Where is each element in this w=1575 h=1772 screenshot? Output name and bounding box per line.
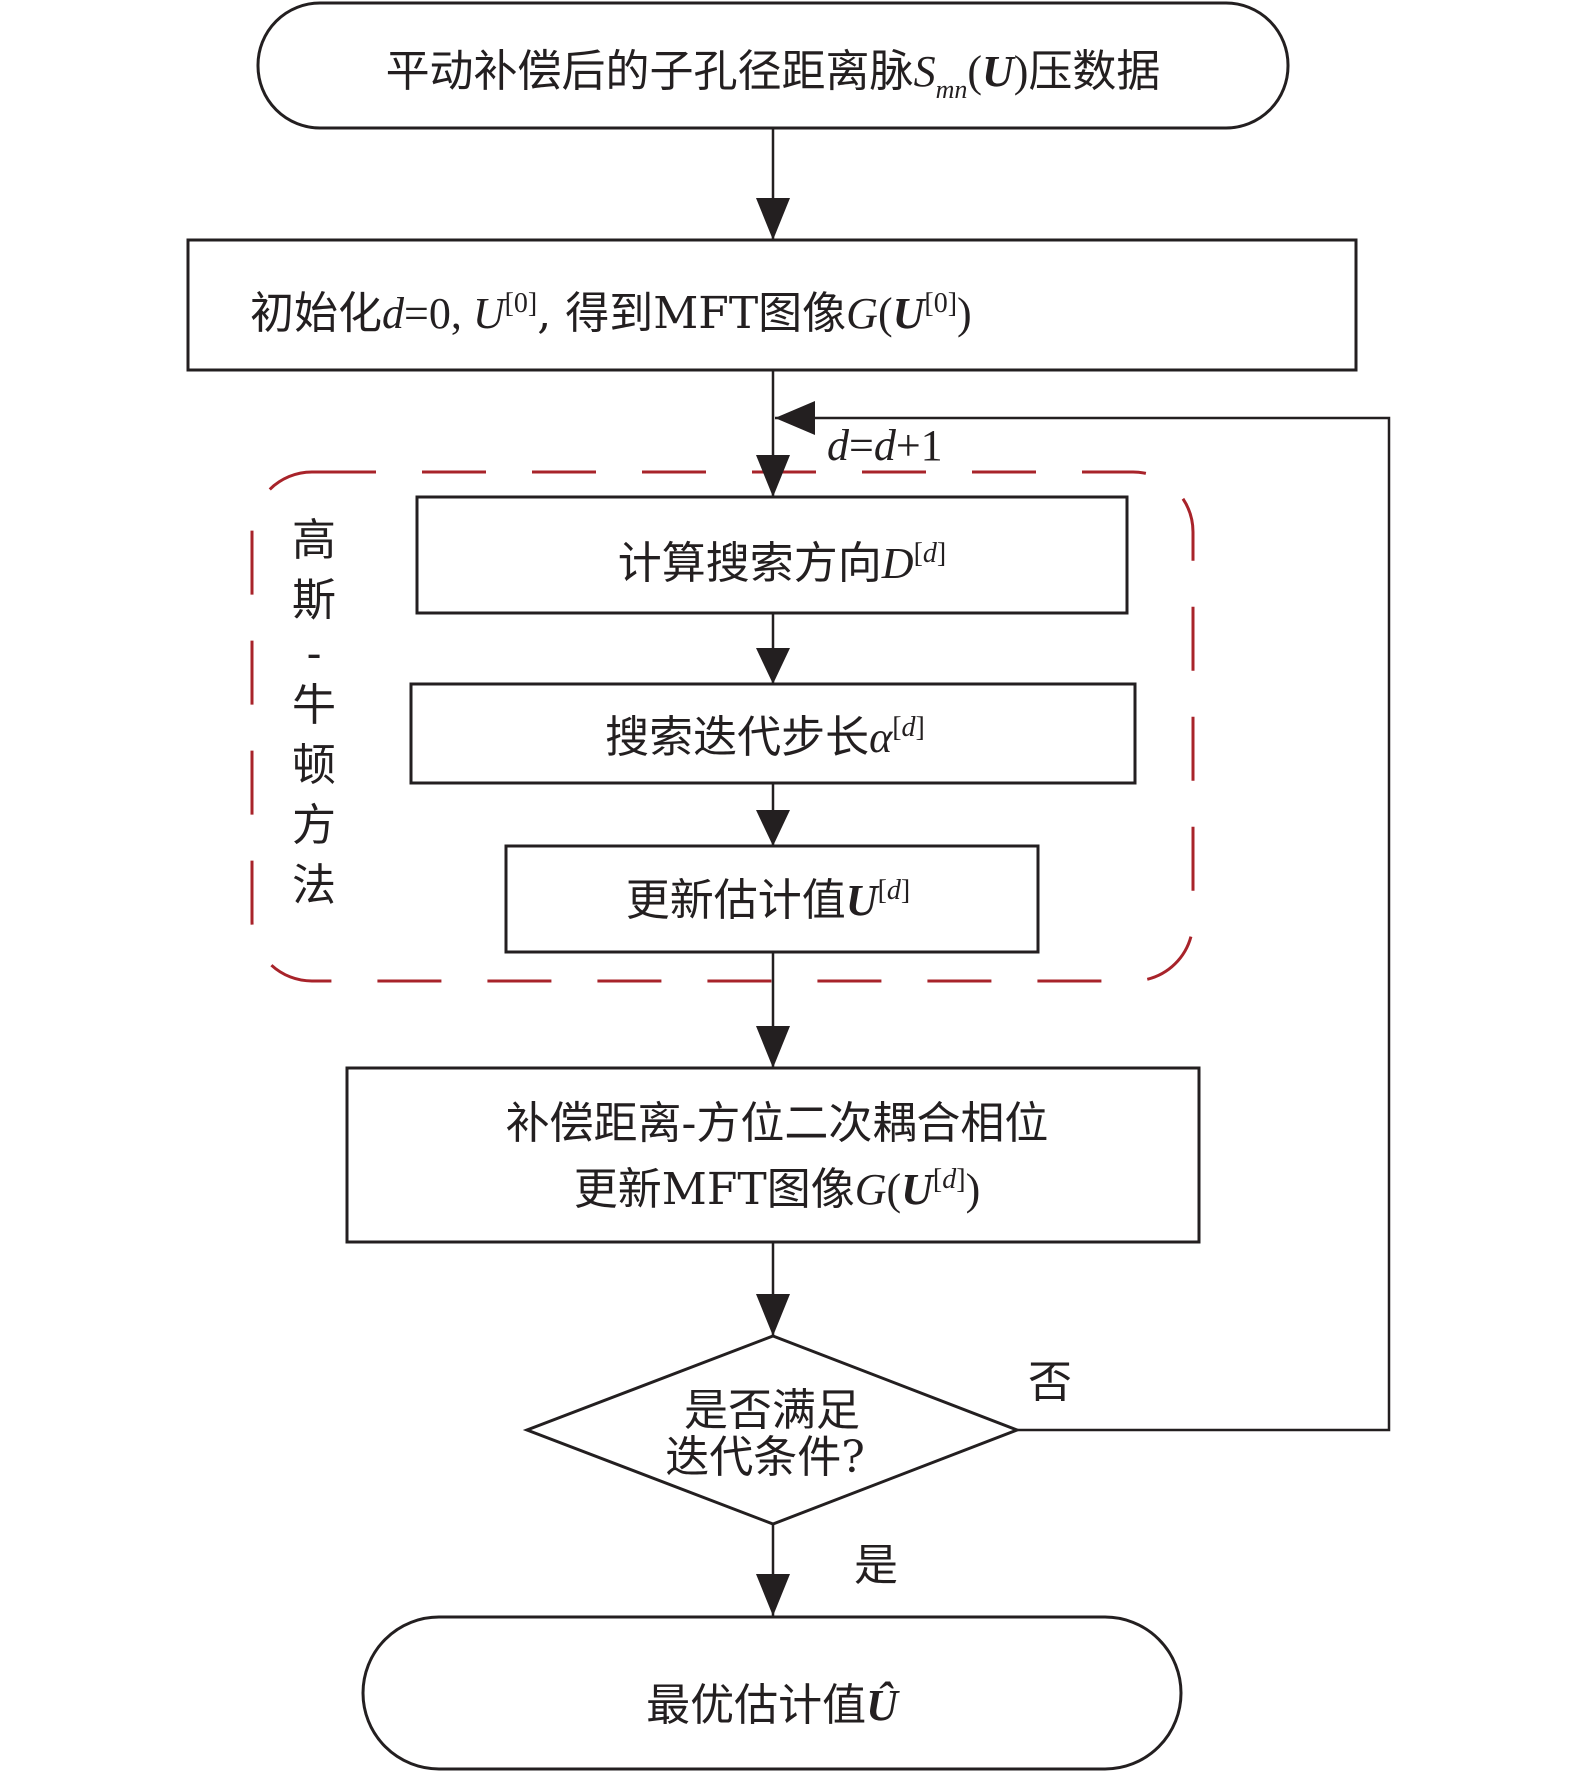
step-box bbox=[409, 682, 1137, 785]
label-segment: ( bbox=[878, 289, 893, 338]
label-segment: d bbox=[902, 712, 917, 743]
label-segment: D bbox=[881, 539, 914, 588]
label-segment: 更新MFT图像 bbox=[574, 1164, 855, 1215]
label-segment: = bbox=[849, 421, 874, 470]
label-segment: U bbox=[846, 876, 880, 925]
group-label-char: - bbox=[307, 628, 322, 679]
update-box-label: 更新估计值U[d] bbox=[626, 875, 910, 926]
group-label-char: 法 bbox=[292, 860, 336, 911]
arrowhead-step bbox=[756, 648, 790, 684]
init-box bbox=[186, 238, 1358, 372]
edge-loop-back bbox=[775, 416, 1391, 1432]
start-terminal bbox=[256, 1, 1290, 130]
decision-label-line1: 是否满足 bbox=[684, 1385, 860, 1436]
label-segment: =0, bbox=[404, 289, 473, 338]
direction-box bbox=[415, 495, 1129, 615]
label-segment: U bbox=[901, 1165, 935, 1214]
label-segment: ] bbox=[956, 1164, 965, 1195]
group-label-char: 方 bbox=[292, 800, 336, 851]
label-segment: [ bbox=[878, 875, 887, 906]
label-segment: ) bbox=[966, 1165, 981, 1214]
label-segment: [ bbox=[933, 1164, 942, 1195]
label-segment: U bbox=[982, 47, 1016, 96]
label-segment: U bbox=[473, 289, 508, 338]
label-segment: [0] bbox=[505, 288, 538, 319]
label-segment: ( bbox=[967, 47, 982, 96]
end-terminal bbox=[361, 1615, 1183, 1771]
arrowhead-decision bbox=[756, 1294, 790, 1336]
label-segment: ] bbox=[916, 712, 925, 743]
arrowhead-direction bbox=[756, 455, 790, 497]
compensate-box-label-line1: 补偿距离-方位二次耦合相位 bbox=[506, 1098, 1049, 1149]
group-label-char: 高 bbox=[292, 515, 336, 566]
label-segment: 补偿距离-方位二次耦合相位 bbox=[506, 1098, 1049, 1149]
label-segment: ) bbox=[957, 289, 972, 338]
label-segment: 更新估计值 bbox=[626, 875, 846, 926]
direction-box-label: 计算搜索方向D[d] bbox=[618, 538, 946, 589]
label-segment: [0] bbox=[924, 288, 957, 319]
label-segment: 搜索迭代步长 bbox=[605, 712, 869, 763]
label-segment: d bbox=[887, 875, 902, 906]
arrowhead-init bbox=[756, 198, 790, 240]
compensate-box bbox=[345, 1066, 1201, 1244]
label-segment: Û bbox=[866, 1681, 900, 1730]
label-segment: S bbox=[914, 47, 936, 96]
label-segment: 计算搜索方向 bbox=[618, 538, 882, 589]
connectors bbox=[756, 128, 1391, 1616]
label-segment: ] bbox=[901, 875, 910, 906]
group-label-char: 顿 bbox=[292, 740, 336, 791]
label-segment: 初始化 bbox=[250, 288, 382, 339]
decision-label-line2: 迭代条件? bbox=[665, 1432, 865, 1483]
label-segment: d bbox=[923, 538, 938, 569]
label-segment: mn bbox=[936, 75, 968, 104]
start-terminal-label: 平动补偿后的子孔径距离脉Smn(U)压数据 bbox=[386, 46, 1161, 104]
label-segment: , 得到MFT图像 bbox=[537, 288, 846, 339]
group-label-char: 斯 bbox=[292, 575, 336, 626]
label-segment: U bbox=[893, 289, 927, 338]
arrowhead-loop bbox=[775, 401, 815, 435]
label-segment: +1 bbox=[896, 421, 943, 470]
label-segment: 压数据 bbox=[1028, 46, 1160, 97]
yes-branch-label: 是 bbox=[854, 1540, 898, 1591]
label-segment: ( bbox=[886, 1165, 901, 1214]
label-segment: 平动补偿后的子孔径距离脉 bbox=[386, 46, 914, 97]
label-segment: ] bbox=[937, 538, 946, 569]
no-branch-label: 否 bbox=[1028, 1357, 1072, 1408]
label-segment: [ bbox=[914, 538, 923, 569]
label-segment: d bbox=[827, 421, 850, 470]
label-segment: G bbox=[855, 1165, 887, 1214]
arrowhead-end bbox=[756, 1574, 790, 1616]
label-segment: d bbox=[382, 289, 405, 338]
update-box bbox=[504, 844, 1040, 954]
label-segment: d bbox=[874, 421, 897, 470]
loop-increment-label: d=d+1 bbox=[827, 421, 943, 470]
label-segment: 最优估计值 bbox=[646, 1680, 866, 1731]
compensate-box-label-line2: 更新MFT图像G(U[d]) bbox=[574, 1164, 980, 1215]
label-segment: ) bbox=[1014, 47, 1029, 96]
decision-diamond bbox=[522, 1334, 1022, 1526]
label-segment: [ bbox=[892, 712, 901, 743]
group-label-char: 牛 bbox=[292, 680, 336, 731]
label-segment: G bbox=[846, 289, 878, 338]
arrowhead-compensate bbox=[756, 1026, 790, 1068]
label-segment: α bbox=[869, 713, 893, 762]
gauss-newton-group-border bbox=[250, 470, 1195, 983]
arrowhead-update bbox=[756, 810, 790, 846]
init-box-label: 初始化d=0, U[0], 得到MFT图像G(U[0]) bbox=[250, 288, 972, 339]
label-segment: d bbox=[942, 1164, 957, 1195]
step-box-label: 搜索迭代步长α[d] bbox=[605, 712, 925, 763]
end-terminal-label: 最优估计值Û bbox=[646, 1680, 900, 1731]
